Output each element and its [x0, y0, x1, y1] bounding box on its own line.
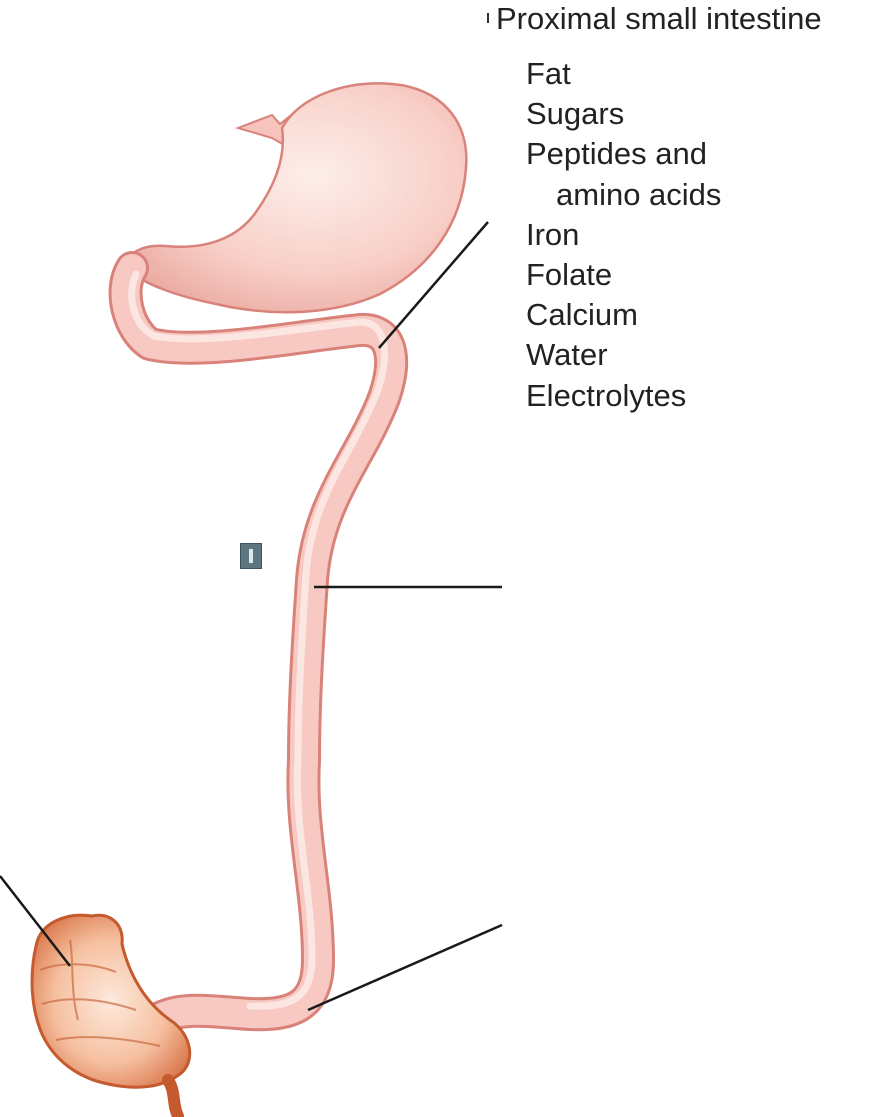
nutrient-list: Fat Sugars Peptides and amino acids Iron… — [526, 54, 721, 416]
nutrient-sugars: Sugars — [526, 94, 721, 134]
nutrient-electrolytes: Electrolytes — [526, 376, 721, 416]
nutrient-peptides: Peptides and — [526, 134, 721, 174]
nutrient-fat: Fat — [526, 54, 721, 94]
nutrient-folate: Folate — [526, 255, 721, 295]
nutrient-calcium: Calcium — [526, 295, 721, 335]
leader-line-distal — [308, 925, 502, 1010]
appendix — [168, 1080, 178, 1116]
nutrient-amino-acids: amino acids — [526, 175, 721, 215]
title-tick-mark — [487, 13, 489, 23]
label-marker-icon — [240, 543, 262, 569]
small-intestine-highlight — [132, 274, 385, 1006]
stomach — [127, 83, 467, 312]
nutrient-iron: Iron — [526, 215, 721, 255]
nutrient-water: Water — [526, 335, 721, 375]
small-intestine-outline — [126, 268, 392, 1018]
small-intestine — [126, 268, 392, 1018]
proximal-small-intestine-label: Proximal small intestine — [496, 0, 822, 38]
